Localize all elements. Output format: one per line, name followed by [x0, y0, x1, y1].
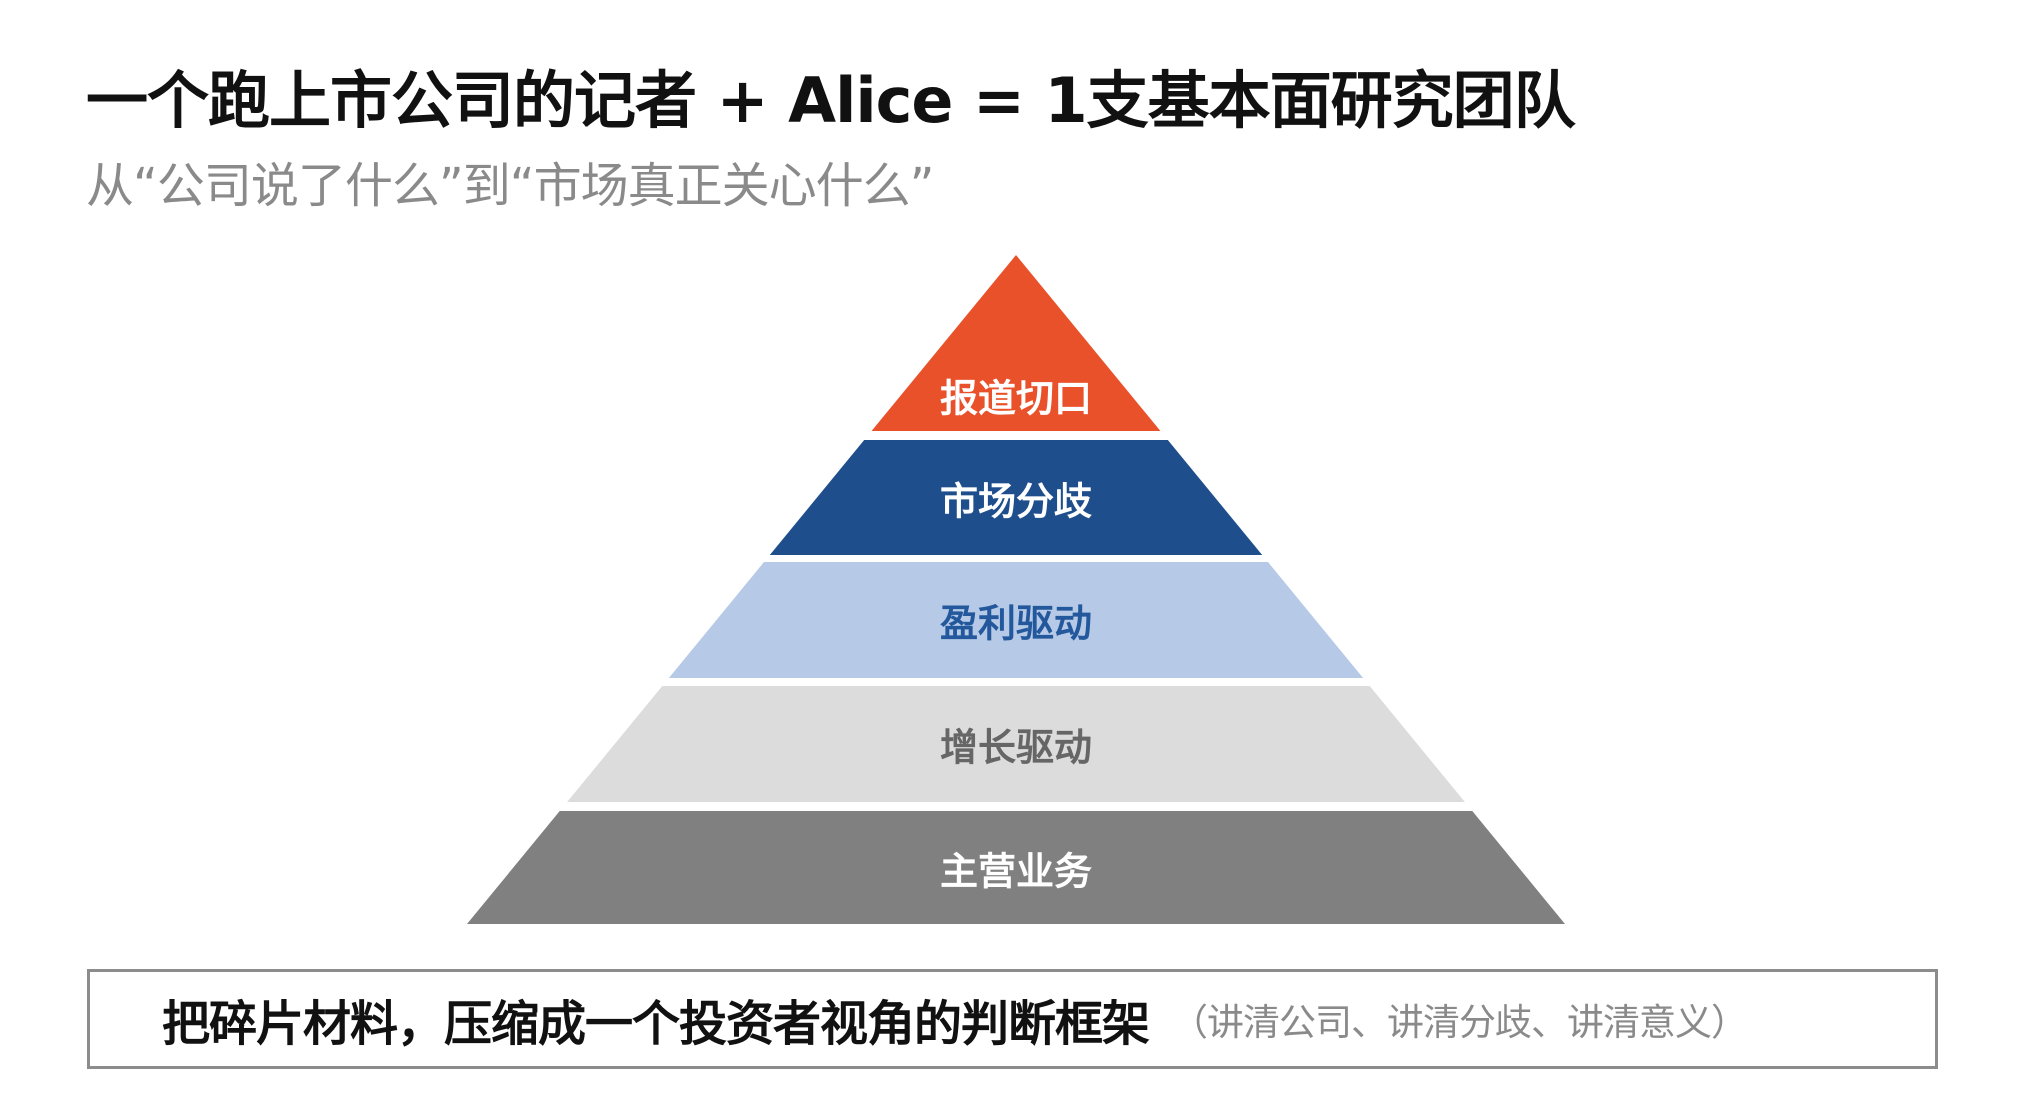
summary-note: （讲清公司、讲清分歧、讲清意义） — [1171, 1001, 1748, 1044]
tier-label-base: 主营业务 — [939, 849, 1092, 893]
pyramid-tier-1 — [871, 255, 1161, 431]
pyramid-tier-4 — [567, 686, 1465, 802]
summary-box: 把碎片材料，压缩成一个投资者视角的判断框架 （讲清公司、讲清分歧、讲清意义） — [87, 969, 1938, 1069]
tier-label-top: 报道切口 — [939, 376, 1092, 421]
pyramid-tier-5 — [467, 811, 1565, 924]
summary-text: 把碎片材料，压缩成一个投资者视角的判断框架 — [162, 996, 1150, 1052]
tier-label-2: 市场分歧 — [939, 479, 1092, 523]
tier-label-4: 增长驱动 — [939, 725, 1092, 770]
pyramid-tier-3 — [668, 562, 1364, 678]
tier-label-3: 盈利驱动 — [939, 601, 1092, 646]
pyramid-tier-2 — [769, 440, 1263, 555]
page-title: 一个跑上市公司的记者 + Alice = 1支基本面研究团队 — [86, 64, 1576, 137]
page-subtitle: 从“公司说了什么”到“市场真正关心什么” — [86, 158, 934, 214]
